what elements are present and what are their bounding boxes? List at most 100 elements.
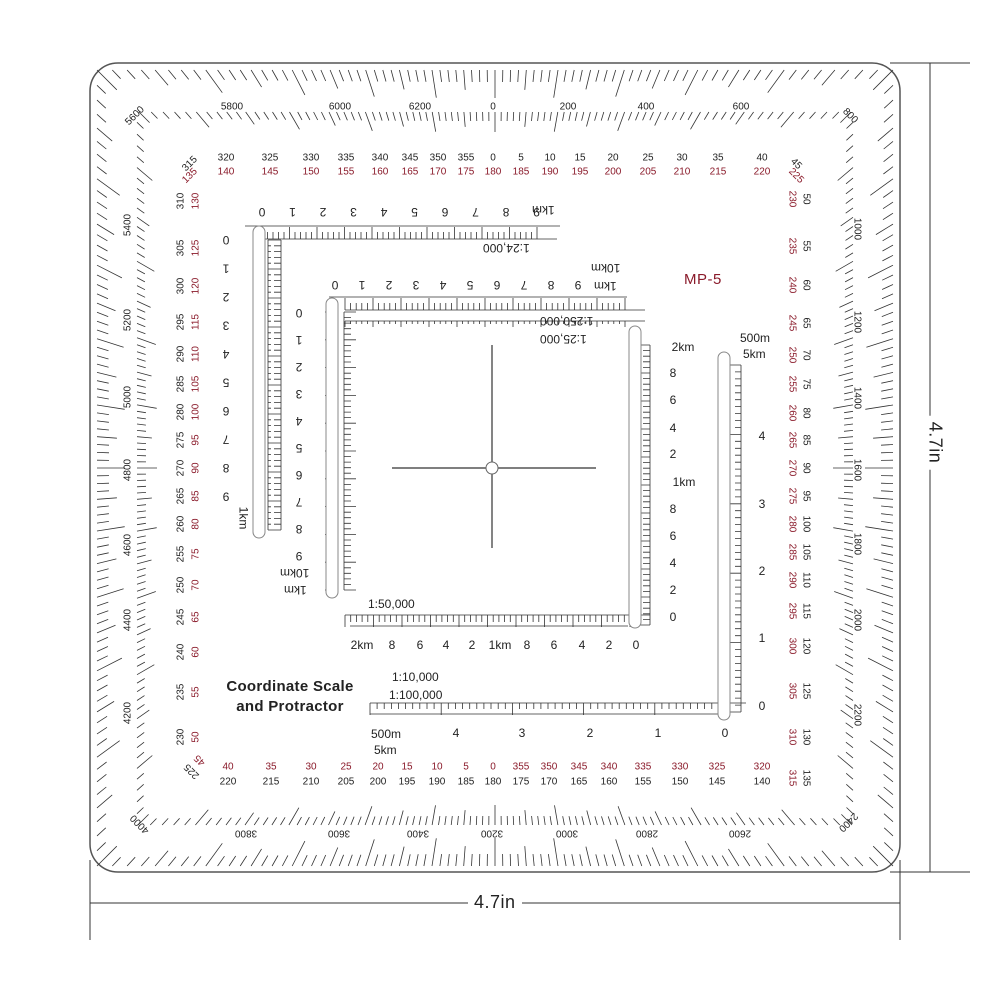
scale-24k-tick: 9 bbox=[533, 205, 540, 219]
degree-label-right-outer: 100 bbox=[801, 516, 812, 533]
degree-label-left-outer: 275 bbox=[176, 431, 187, 448]
degree-label-left-inner: 80 bbox=[191, 518, 202, 530]
scale-250k-vertical-tick: 3 bbox=[295, 387, 302, 401]
degree-label-top-inner: 165 bbox=[402, 167, 419, 178]
degree-label-top-outer: 0 bbox=[490, 153, 496, 164]
scale-10k-unit-top: 500m bbox=[371, 727, 402, 741]
degree-label-left-inner: 115 bbox=[191, 314, 202, 330]
scale-24k-vertical-unit: 1km bbox=[236, 506, 251, 530]
degree-label-bottom-inner: 210 bbox=[303, 777, 320, 788]
mil-label-left: 5200 bbox=[123, 308, 134, 331]
degree-label-top-outer: 20 bbox=[607, 153, 619, 164]
scale-50k-vertical-tick: 6 bbox=[670, 529, 677, 543]
degree-label-right-inner: 265 bbox=[787, 432, 798, 449]
degree-label-top-inner: 180 bbox=[485, 167, 502, 178]
mil-label-right: 2000 bbox=[852, 609, 863, 632]
product-title: Coordinate Scale and Protractor bbox=[210, 677, 370, 717]
mil-label-top: 6200 bbox=[409, 102, 432, 113]
scale-24k-label: 1:24,000 bbox=[483, 241, 530, 255]
scale-50k-vertical-tick: 8 bbox=[670, 502, 677, 516]
degree-label-left-inner: 95 bbox=[191, 434, 202, 446]
scale-50k-tick: 2 bbox=[469, 638, 476, 652]
degree-label-bottom-inner: 155 bbox=[635, 777, 652, 788]
ruler-slot bbox=[252, 225, 266, 539]
degree-label-right-outer: 85 bbox=[801, 434, 812, 446]
degree-label-top-inner: 195 bbox=[572, 167, 589, 178]
degree-label-top-inner: 220 bbox=[754, 167, 771, 178]
degree-label-top-outer: 5 bbox=[518, 153, 524, 164]
scale-24k-vertical-tick: 8 bbox=[222, 461, 229, 475]
mil-label-right: 2200 bbox=[852, 704, 863, 727]
degree-label-bottom-outer: 40 bbox=[222, 762, 234, 773]
degree-label-top-outer: 330 bbox=[303, 153, 320, 164]
degree-label-right-inner: 300 bbox=[787, 638, 798, 655]
degree-label-bottom-inner: 160 bbox=[601, 777, 618, 788]
degree-label-right-outer: 65 bbox=[801, 317, 812, 329]
scale-50k-vertical-tick: 2 bbox=[670, 447, 677, 461]
product-title-line1: Coordinate Scale bbox=[226, 678, 354, 695]
scale-24k-tick: 8 bbox=[502, 205, 509, 219]
scale-10k-vertical-tick: 0 bbox=[759, 699, 766, 713]
scale-24k-tick: 7 bbox=[472, 205, 479, 219]
degree-label-bottom-inner: 220 bbox=[220, 777, 237, 788]
mil-label-top: 400 bbox=[638, 102, 655, 113]
scale-250k-vertical-tick: 2 bbox=[295, 360, 302, 374]
scale-10k-vertical-tick: 3 bbox=[759, 497, 766, 511]
scale-50k-vertical-tick: 2 bbox=[670, 583, 677, 597]
mil-label-right: 1000 bbox=[852, 218, 863, 241]
degree-label-top-outer: 10 bbox=[544, 153, 556, 164]
scale-50k-tick: 4 bbox=[579, 638, 586, 652]
degree-label-right-inner: 295 bbox=[787, 603, 798, 620]
scale-250k-unit-bottom: 10km bbox=[591, 261, 621, 275]
scale-50k-vertical-tick: 8 bbox=[670, 366, 677, 380]
degree-label-top-inner: 170 bbox=[430, 167, 447, 178]
degree-label-right-inner: 290 bbox=[787, 572, 798, 589]
scale-24k-vertical-tick: 7 bbox=[222, 433, 229, 447]
scale-250k-tick: 9 bbox=[574, 278, 581, 292]
scale-10k-vertical-tick: 1 bbox=[759, 631, 766, 645]
mil-label-right: 1200 bbox=[852, 311, 863, 334]
scale-50k-vertical-tick: 4 bbox=[670, 556, 677, 570]
scale-250k-vertical-tick: 0 bbox=[295, 306, 302, 320]
degree-label-top-inner: 155 bbox=[338, 167, 355, 178]
scale-24k-vertical-tick: 1 bbox=[222, 262, 229, 276]
degree-label-top-inner: 175 bbox=[458, 167, 475, 178]
scale-50k-tick: 8 bbox=[524, 638, 531, 652]
degree-label-top-inner: 150 bbox=[303, 167, 320, 178]
mil-label-bottom: 2600 bbox=[728, 828, 751, 839]
scale-10k-tick: 4 bbox=[453, 726, 460, 740]
degree-label-top-outer: 325 bbox=[262, 153, 279, 164]
degree-label-bottom-inner: 175 bbox=[513, 777, 530, 788]
degree-label-top-outer: 30 bbox=[676, 153, 688, 164]
mil-label-bottom: 3400 bbox=[406, 828, 429, 839]
degree-label-bottom-outer: 15 bbox=[401, 762, 413, 773]
degree-label-top-outer: 355 bbox=[458, 153, 475, 164]
degree-label-left-inner: 65 bbox=[191, 611, 202, 623]
degree-label-right-inner: 305 bbox=[787, 683, 798, 700]
mil-label-right: 1400 bbox=[852, 387, 863, 410]
scale-24k-vertical-tick: 2 bbox=[222, 290, 229, 304]
degree-label-left-outer: 235 bbox=[176, 683, 187, 700]
degree-label-left-outer: 295 bbox=[176, 313, 187, 330]
scale-50k-vertical-tick: 0 bbox=[670, 610, 677, 624]
degree-label-top-inner: 185 bbox=[513, 167, 530, 178]
ruler-slot bbox=[628, 325, 642, 629]
scale-50k-vertical-tick: 4 bbox=[670, 421, 677, 435]
degree-label-top-outer: 350 bbox=[430, 153, 447, 164]
scale-50k-tick: 6 bbox=[417, 638, 424, 652]
degree-label-left-inner: 100 bbox=[191, 403, 202, 420]
degree-label-left-outer: 255 bbox=[176, 545, 187, 562]
degree-label-right-inner: 260 bbox=[787, 405, 798, 422]
degree-label-top-inner: 205 bbox=[640, 167, 657, 178]
scale-10k-vertical-tick: 2 bbox=[759, 564, 766, 578]
mil-label-top: 600 bbox=[733, 102, 750, 113]
mil-label-bottom: 2800 bbox=[635, 828, 658, 839]
mil-label-top: 0 bbox=[490, 102, 496, 113]
degree-label-bottom-inner: 140 bbox=[754, 777, 771, 788]
mil-label-left: 4600 bbox=[123, 533, 134, 556]
degree-label-left-inner: 70 bbox=[191, 579, 202, 591]
degree-label-left-outer: 305 bbox=[176, 239, 187, 256]
degree-label-top-inner: 190 bbox=[542, 167, 559, 178]
product-title-line2: and Protractor bbox=[236, 698, 344, 715]
scale-24k-tick: 0 bbox=[258, 205, 265, 219]
